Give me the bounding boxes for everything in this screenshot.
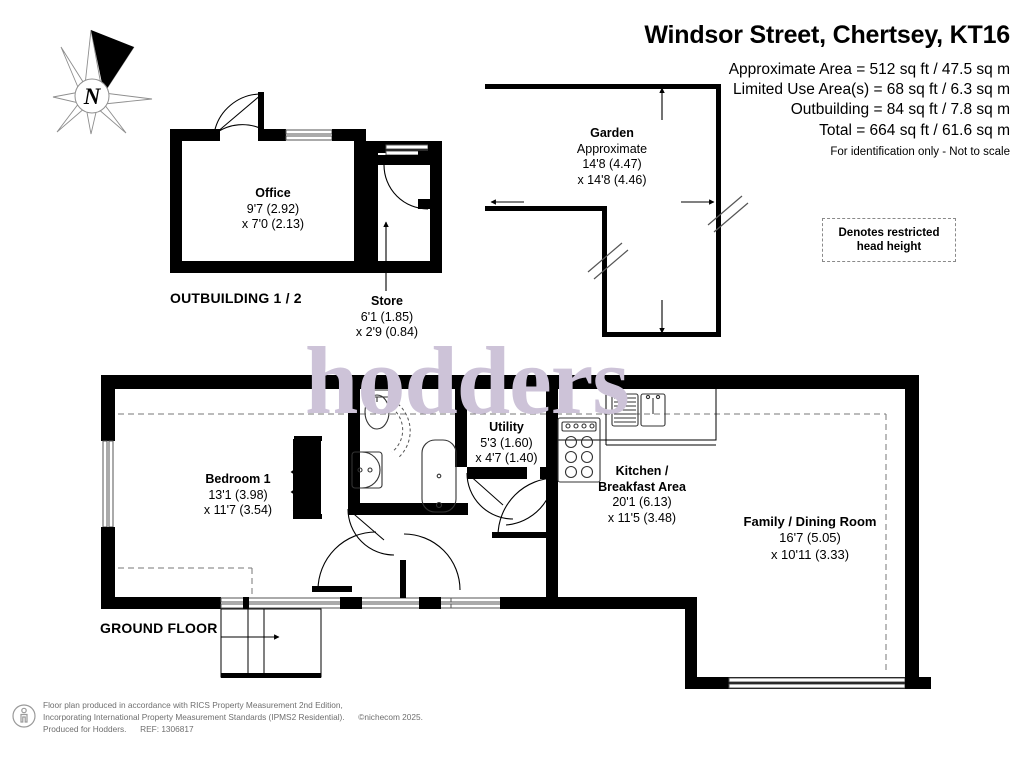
room-label-family-dining-room: Family / Dining Room 16'7 (5.05) x 10'11… [730, 514, 890, 563]
outbuilding-plan [170, 92, 442, 291]
kitchen-dim-1: 20'1 (6.13) [612, 495, 672, 510]
footer: Floor plan produced in accordance with R… [12, 700, 423, 735]
bedroom1-name: Bedroom 1 [205, 472, 271, 486]
footer-line-1: Floor plan produced in accordance with R… [43, 700, 343, 710]
ground-floor-section-title: GROUND FLOOR [100, 620, 218, 636]
garden-sub: Approximate [576, 141, 648, 156]
garden-name: Garden [590, 126, 634, 140]
outbuilding-section-title: OUTBUILDING 1 / 2 [170, 290, 302, 306]
garden-dim-1: 14'8 (4.47) [582, 157, 642, 172]
ground-floor-plan [101, 375, 931, 689]
page-title: Windsor Street, Chertsey, KT16 [644, 21, 1010, 49]
garden-plan [485, 84, 749, 337]
total-area-line: Total = 664 sq ft / 61.6 sq m [819, 121, 1010, 139]
hob-icon [557, 417, 601, 483]
office-name: Office [255, 186, 291, 200]
family-dining-dim-2: x 10'11 (3.33) [770, 546, 850, 562]
footer-line-3b: REF: 1306817 [140, 723, 194, 734]
footer-line-2a: Incorporating International Property Mea… [43, 711, 345, 722]
svg-text:N: N [83, 84, 102, 109]
room-label-store: Store 6'1 (1.85) x 2'9 (0.84) [332, 294, 442, 341]
wardrobe-symbol [290, 436, 322, 519]
hodders-watermark: hodders [305, 327, 630, 434]
approximate-area-line: Approximate Area = 512 sq ft / 47.5 sq m [728, 60, 1010, 78]
restricted-head-height-indicators [118, 413, 887, 672]
utility-dim-1: 5'3 (1.60) [480, 435, 533, 450]
footer-line-2b: ©nichecom 2025. [358, 711, 423, 722]
office-dim-1: 9'7 (2.92) [246, 201, 300, 216]
door-swings [312, 472, 557, 598]
family-dining-dim-1: 16'7 (5.05) [779, 530, 841, 546]
room-label-office: Office 9'7 (2.92) x 7'0 (2.13) [218, 186, 328, 233]
garden-dim-2: x 14'8 (4.46) [577, 172, 647, 187]
footer-text-block: Floor plan produced in accordance with R… [43, 700, 423, 735]
bathroom-fixtures [351, 389, 457, 513]
family-dining-name: Family / Dining Room [743, 514, 877, 529]
outbuilding-area-line: Outbuilding = 84 sq ft / 7.8 sq m [790, 101, 1010, 119]
header-block: Windsor Street, Chertsey, KT16 Approxima… [490, 21, 1010, 159]
office-dim-2: x 7'0 (2.13) [241, 217, 305, 232]
utility-name: Utility [489, 420, 524, 434]
room-label-garden: Garden Approximate 14'8 (4.47) x 14'8 (4… [557, 126, 667, 189]
room-label-utility: Utility 5'3 (1.60) x 4'7 (1.40) [454, 420, 559, 467]
store-dim-1: 6'1 (1.85) [360, 309, 414, 324]
legend-line-1: Denotes restricted [838, 226, 940, 239]
limited-use-area-line: Limited Use Area(s) = 68 sq ft / 6.3 sq … [733, 80, 1010, 98]
bedroom1-dim-2: x 11'7 (3.54) [203, 503, 273, 518]
staircase [220, 608, 322, 678]
kitchen-dim-2: x 11'5 (3.48) [607, 510, 677, 525]
bedroom1-dim-1: 13'1 (3.98) [208, 487, 268, 502]
footer-line-3a: Produced for Hodders. [43, 723, 127, 734]
restricted-head-height-legend: Denotes restricted head height [822, 218, 956, 262]
disclaimer-text: For identification only - Not to scale [830, 146, 1010, 159]
compass-rose-icon: N [52, 29, 153, 135]
kitchen-name-line-1: Kitchen / [615, 464, 669, 478]
utility-dim-2: x 4'7 (1.40) [475, 451, 538, 466]
person-info-icon [12, 704, 36, 728]
room-label-kitchen: Kitchen / Breakfast Area 20'1 (6.13) x 1… [586, 464, 698, 527]
legend-line-2: head height [856, 241, 922, 253]
kitchen-name-line-2: Breakfast Area [598, 479, 686, 494]
store-dim-2: x 2'9 (0.84) [355, 325, 419, 340]
kitchen-fixtures [557, 383, 717, 483]
room-label-bedroom-1: Bedroom 1 13'1 (3.98) x 11'7 (3.54) [178, 472, 298, 519]
sink-icon [611, 393, 666, 427]
store-name: Store [371, 294, 403, 308]
